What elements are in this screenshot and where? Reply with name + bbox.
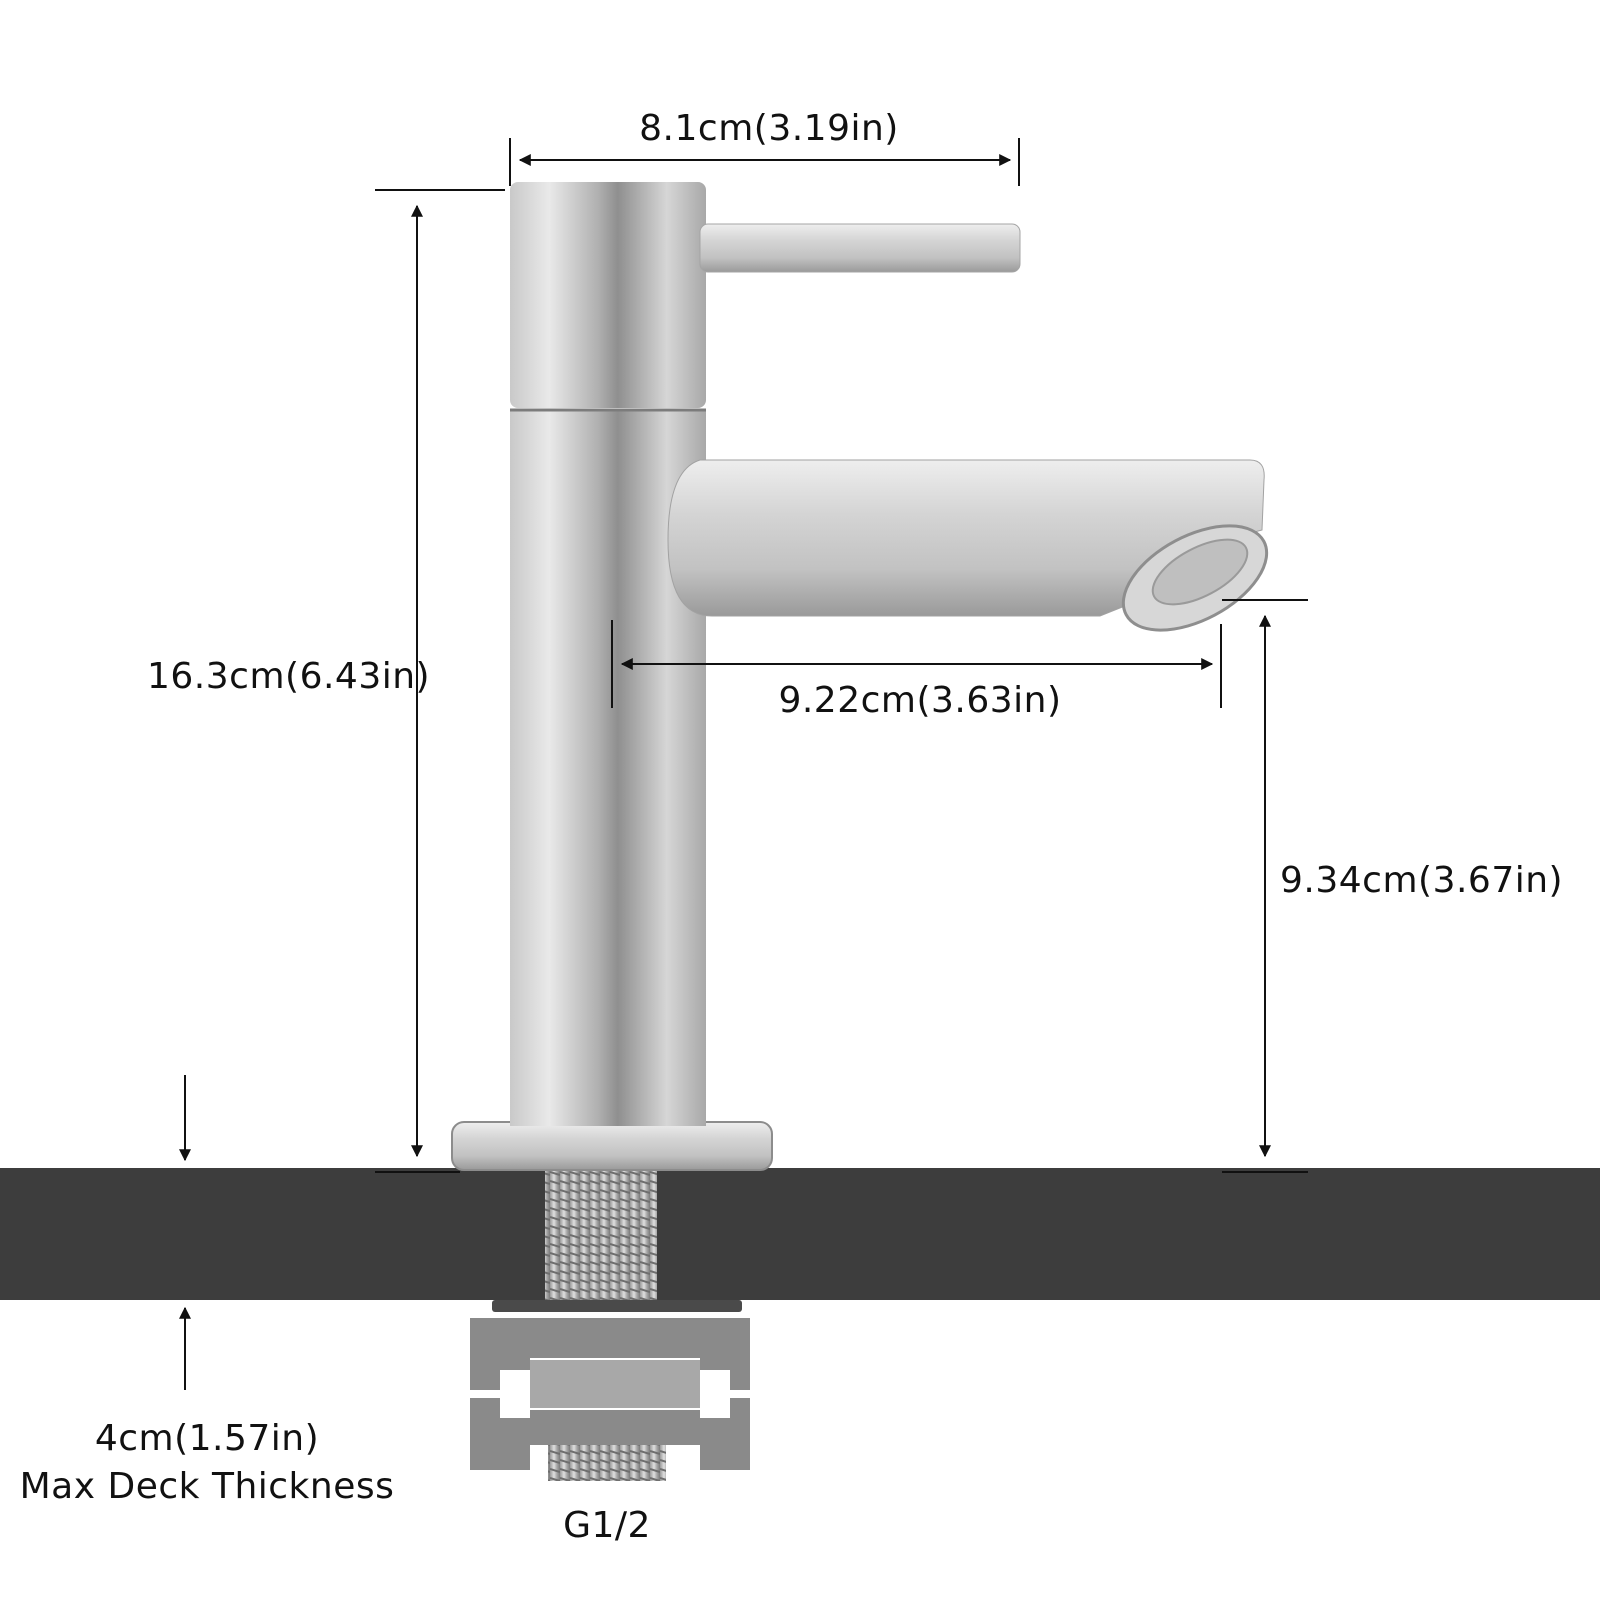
aerator	[1121, 524, 1269, 632]
spout-height-dimension	[1222, 599, 1308, 1173]
width-label: 8.1cm(3.19in)	[639, 108, 899, 149]
height-dimension	[375, 189, 505, 1173]
countertop	[0, 1168, 1600, 1300]
deck-thickness-label: 4cm(1.57in) Max Deck Thickness	[20, 1415, 395, 1511]
spout-reach-dimension	[611, 620, 1222, 708]
faucet-spout	[667, 459, 1265, 617]
deck-thickness-value: 4cm(1.57in)	[94, 1418, 320, 1459]
mounting-nut	[470, 1300, 750, 1481]
faucet-cap	[510, 182, 706, 408]
thread-shank	[545, 1168, 657, 1302]
spout-height-label: 9.34cm(3.67in)	[1280, 860, 1564, 901]
width-dimension	[509, 138, 1020, 186]
base-flange	[451, 1121, 773, 1171]
spout-reach-label: 9.22cm(3.63in)	[778, 680, 1062, 721]
height-label: 16.3cm(6.43in)	[147, 656, 431, 697]
thread-size-label: G1/2	[563, 1505, 651, 1546]
deck-thickness-note: Max Deck Thickness	[19, 1466, 395, 1507]
lever-handle	[699, 223, 1021, 273]
